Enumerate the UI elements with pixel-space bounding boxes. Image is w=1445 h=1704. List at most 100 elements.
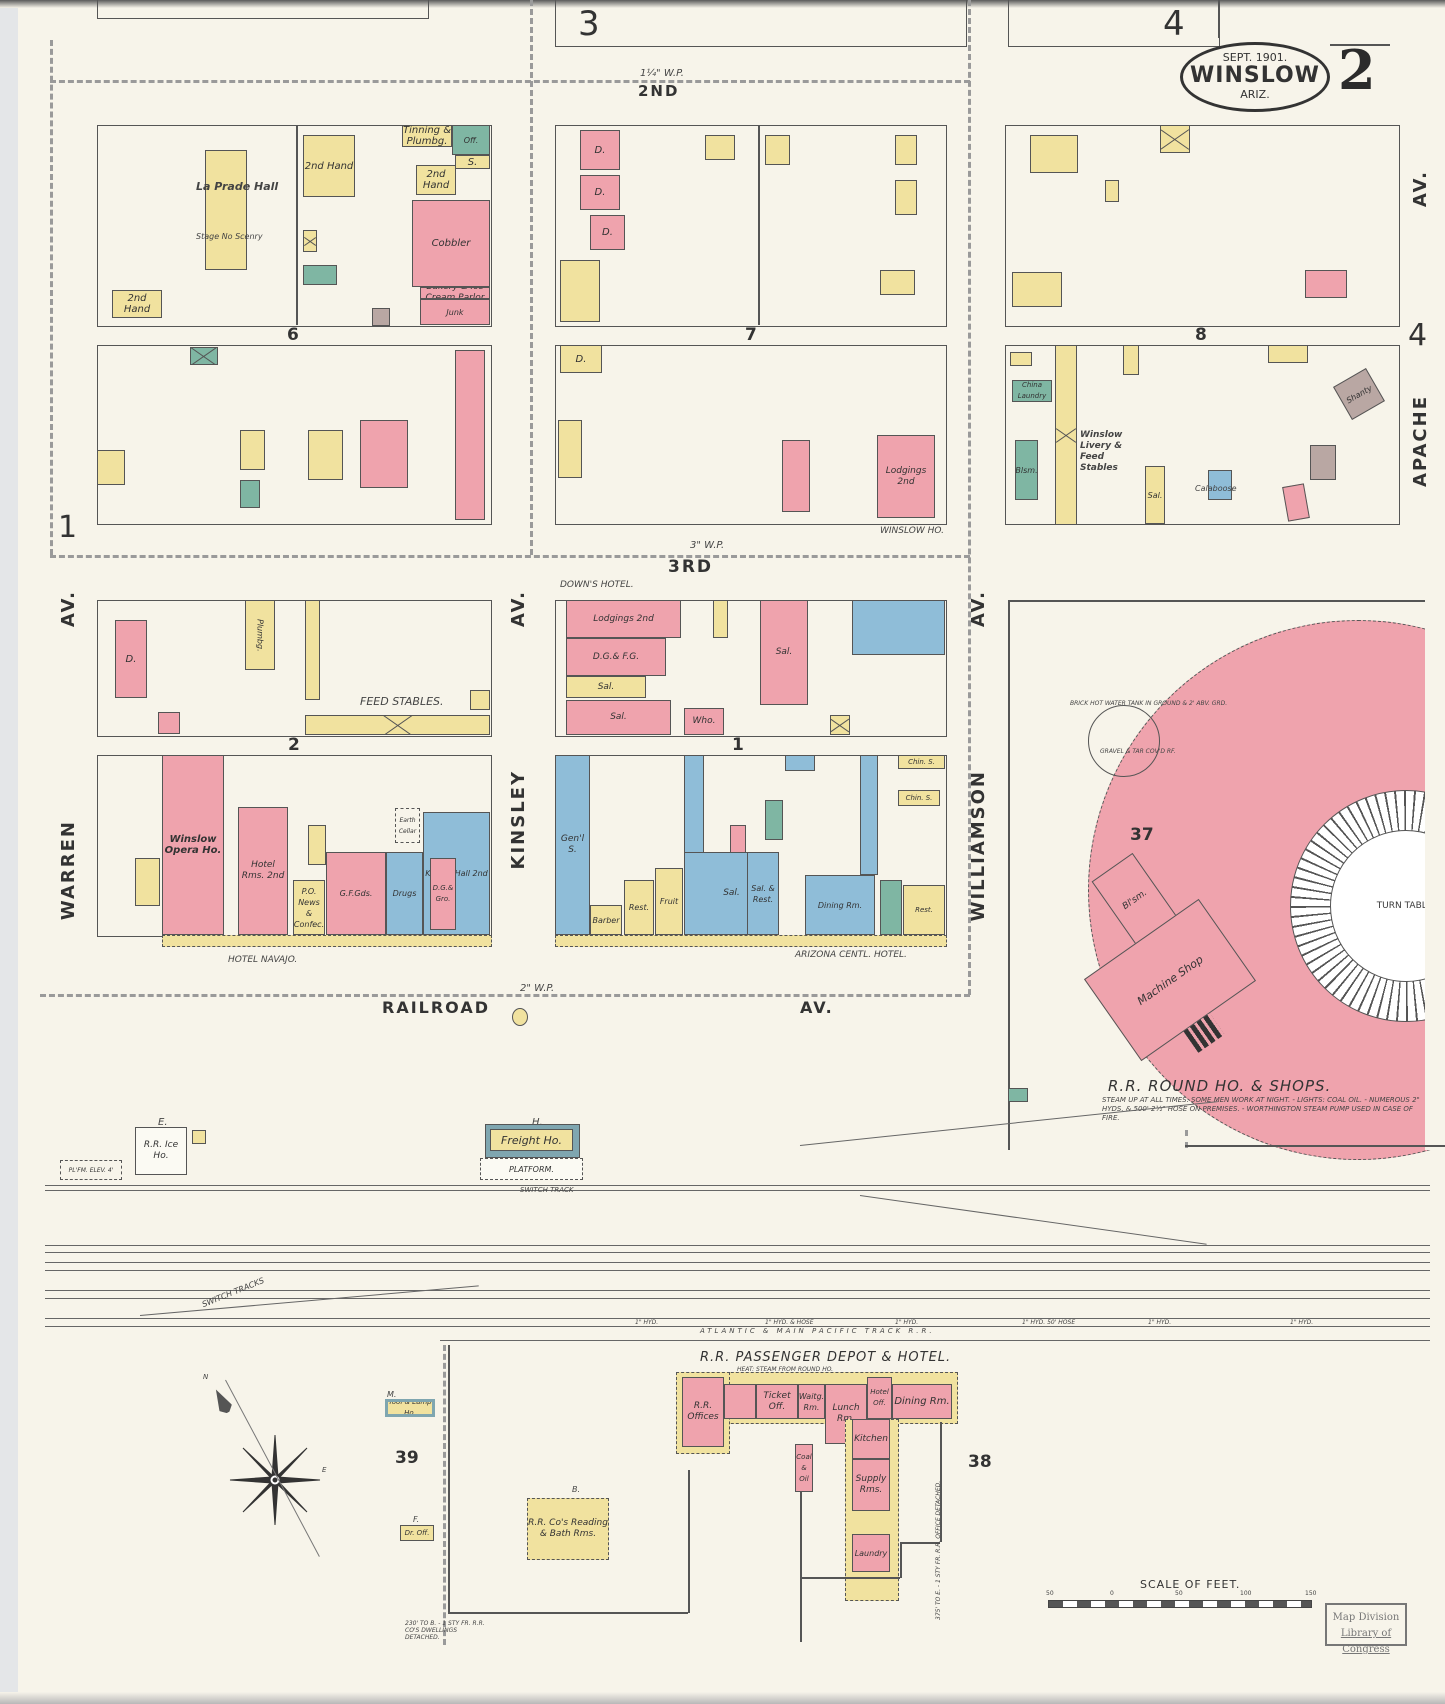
outbuilding-stone[interactable] — [785, 755, 815, 771]
shed[interactable] — [303, 230, 317, 252]
shed[interactable] — [830, 715, 850, 735]
shed[interactable] — [190, 347, 218, 365]
building-saloon[interactable]: Sal. — [1145, 466, 1165, 524]
dwelling[interactable] — [765, 135, 790, 165]
brick-dwelling[interactable]: D. — [115, 620, 147, 698]
dwelling[interactable] — [240, 430, 265, 470]
building-dr-office[interactable]: Dr. Off. — [400, 1525, 434, 1541]
adjoining-sheet-1[interactable]: 1 — [58, 510, 78, 545]
building-freight-house[interactable]: Freight Ho. — [490, 1129, 573, 1151]
building-dining-room[interactable]: Dining Rm. — [892, 1384, 952, 1419]
brick-dwelling[interactable] — [360, 420, 408, 488]
building-ticket-office[interactable]: Ticket Off. — [756, 1384, 798, 1419]
brick-dwelling[interactable] — [782, 440, 810, 512]
building-china-laundry[interactable] — [880, 880, 902, 935]
building-chinese-store[interactable]: Chin. S. — [898, 755, 945, 769]
building-downs-hotel-saloon[interactable]: Lodgings 2nd — [566, 600, 681, 638]
building-billiards-hotel[interactable]: Hotel Rms. 2nd — [238, 807, 288, 935]
outbuilding[interactable] — [192, 1130, 206, 1144]
dwelling[interactable] — [895, 135, 917, 165]
building-furn-hos[interactable] — [1310, 445, 1336, 480]
dwelling[interactable]: 2nd Hand — [416, 165, 456, 195]
dwelling[interactable] — [558, 420, 582, 478]
dwelling[interactable]: 2nd Hand — [303, 135, 355, 197]
building-chin-rest[interactable]: Rest. — [903, 885, 945, 935]
building-saloon-rest[interactable]: Sal. — [760, 600, 808, 705]
adjoining-sheet-4-right[interactable]: 4 — [1408, 318, 1428, 353]
building-saloon[interactable]: Sal. — [566, 676, 646, 698]
brick-outbuilding[interactable] — [158, 712, 180, 734]
building-fruit[interactable]: Fruit — [655, 868, 683, 935]
building-restaurant[interactable]: Rest. — [624, 880, 654, 935]
building-tool-lamp-house[interactable]: Tool & Lamp Ho. — [385, 1399, 435, 1417]
platform-elev[interactable]: PL'FM. ELEV. 4' — [60, 1160, 122, 1180]
building-arizona-centl-hotel[interactable]: Dining Rm. — [805, 875, 875, 935]
building-tinning-plumbing[interactable]: Off. — [452, 125, 490, 155]
hydrant-house[interactable] — [1008, 1088, 1028, 1102]
building-junk[interactable] — [303, 265, 337, 285]
dwelling[interactable] — [1030, 135, 1078, 173]
building-waiting-room[interactable]: Waitg. Rm. — [798, 1384, 825, 1419]
building-supply-rooms[interactable]: Supply Rms. — [852, 1459, 890, 1511]
brick-outbuilding[interactable] — [730, 825, 746, 853]
building-office[interactable]: S. — [455, 155, 490, 169]
building-barber[interactable]: Barber — [590, 905, 622, 935]
building-wholesale[interactable]: Who. — [684, 708, 724, 735]
adjoining-sheet-4[interactable]: 4 — [1163, 4, 1185, 44]
building-dwellings-stone[interactable] — [852, 600, 945, 655]
building-plumbing[interactable]: Plumbg. — [245, 600, 275, 670]
building-furniture-gen-store[interactable] — [455, 350, 485, 520]
adjoining-sheet-3[interactable]: 3 — [578, 4, 600, 44]
building-cabin[interactable] — [1123, 345, 1139, 375]
building-hotel-office[interactable]: Hotel Off. — [867, 1377, 892, 1419]
dwelling[interactable] — [1012, 272, 1062, 307]
outbuilding[interactable] — [372, 308, 390, 326]
building-winslow-ho[interactable]: Lodgings 2nd — [877, 435, 935, 518]
brick-dwelling[interactable]: D. — [580, 175, 620, 210]
building-lodgings[interactable]: D.G.& F.G. — [566, 638, 666, 676]
dwelling[interactable] — [1268, 345, 1308, 363]
building-kitchen[interactable]: Kitchen — [852, 1419, 890, 1459]
earth-cellar[interactable]: Earth Cellar — [395, 808, 420, 843]
dwelling[interactable] — [560, 260, 600, 322]
building-drugs[interactable]: Drugs — [386, 852, 423, 935]
building-cobbler[interactable]: Bakery & Ice Cream Parlor — [420, 287, 490, 299]
freight-platform[interactable]: PLATFORM. — [480, 1158, 583, 1180]
outbuilding[interactable] — [470, 690, 490, 710]
dwelling[interactable]: D. — [560, 345, 602, 373]
outbuilding[interactable] — [308, 825, 326, 865]
brick-dwelling[interactable] — [1305, 270, 1347, 298]
building-post-office[interactable]: P.O. News & Confec. — [293, 880, 325, 935]
building-2nd-hand[interactable]: Tinning & Plumbg. — [402, 125, 452, 147]
building-wholesale-lodge[interactable]: Cobbler — [412, 200, 490, 287]
building-bakery[interactable]: Junk — [420, 299, 490, 325]
building-cabin[interactable] — [1010, 352, 1032, 366]
building-la-prade-hall[interactable] — [205, 150, 247, 270]
building-gf-gds-ice-cream[interactable]: G.F.Gds. — [326, 852, 386, 935]
dwelling[interactable] — [705, 135, 735, 160]
brick-dwelling[interactable]: D. — [590, 215, 625, 250]
building-livery-stables[interactable] — [1055, 345, 1077, 525]
building-laundry[interactable]: Laundry — [852, 1534, 890, 1572]
building-rr-offices[interactable]: R.R. Offices — [682, 1377, 724, 1447]
building-calaboose[interactable] — [1208, 470, 1232, 500]
outbuilding[interactable] — [305, 600, 320, 700]
building-dg-gro[interactable]: D.G.& Gro. — [430, 858, 456, 930]
dwelling[interactable] — [895, 180, 917, 215]
band-stand[interactable] — [512, 1008, 528, 1026]
outbuilding[interactable] — [1105, 180, 1119, 202]
building-iron[interactable] — [240, 480, 260, 508]
building-saloon[interactable]: Sal. — [566, 700, 671, 735]
dwelling[interactable] — [97, 450, 125, 485]
building-reading-bath-rooms[interactable]: R.R. Co's Reading & Bath Rms. — [527, 1498, 609, 1560]
building-kitchen[interactable] — [860, 755, 878, 875]
building-feed-stables[interactable] — [305, 715, 490, 735]
building-baggage[interactable] — [724, 1384, 756, 1419]
building-chinese-store[interactable]: Chin. S. — [898, 790, 940, 806]
hot-water-tank[interactable] — [1088, 705, 1160, 777]
building-club-rooms[interactable] — [765, 800, 783, 840]
dwelling[interactable] — [880, 270, 915, 295]
dwelling[interactable] — [135, 858, 160, 906]
outbuilding[interactable] — [713, 600, 728, 638]
building-china-laundry[interactable]: China Laundry — [1012, 380, 1052, 402]
